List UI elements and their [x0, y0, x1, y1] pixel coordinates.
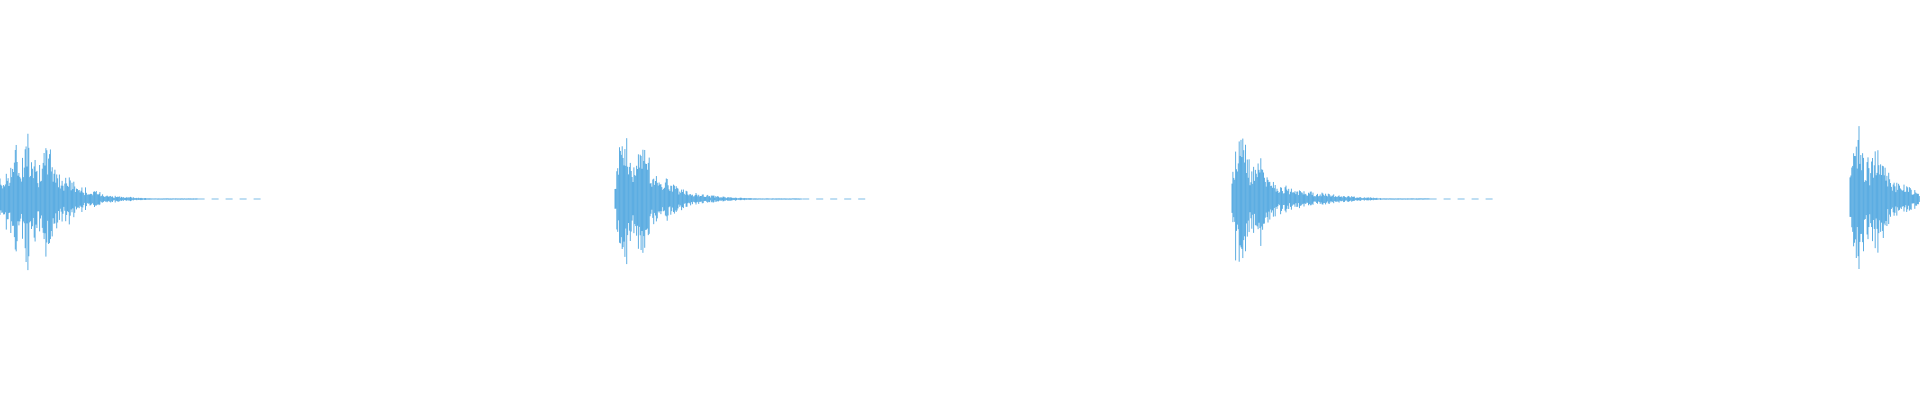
waveform-hit-4	[1849, 126, 1920, 270]
waveform-hit-2	[614, 138, 866, 265]
waveform-hit-3	[1231, 138, 1493, 262]
waveform-hit-1	[0, 133, 261, 271]
waveform-hits	[0, 126, 1920, 271]
